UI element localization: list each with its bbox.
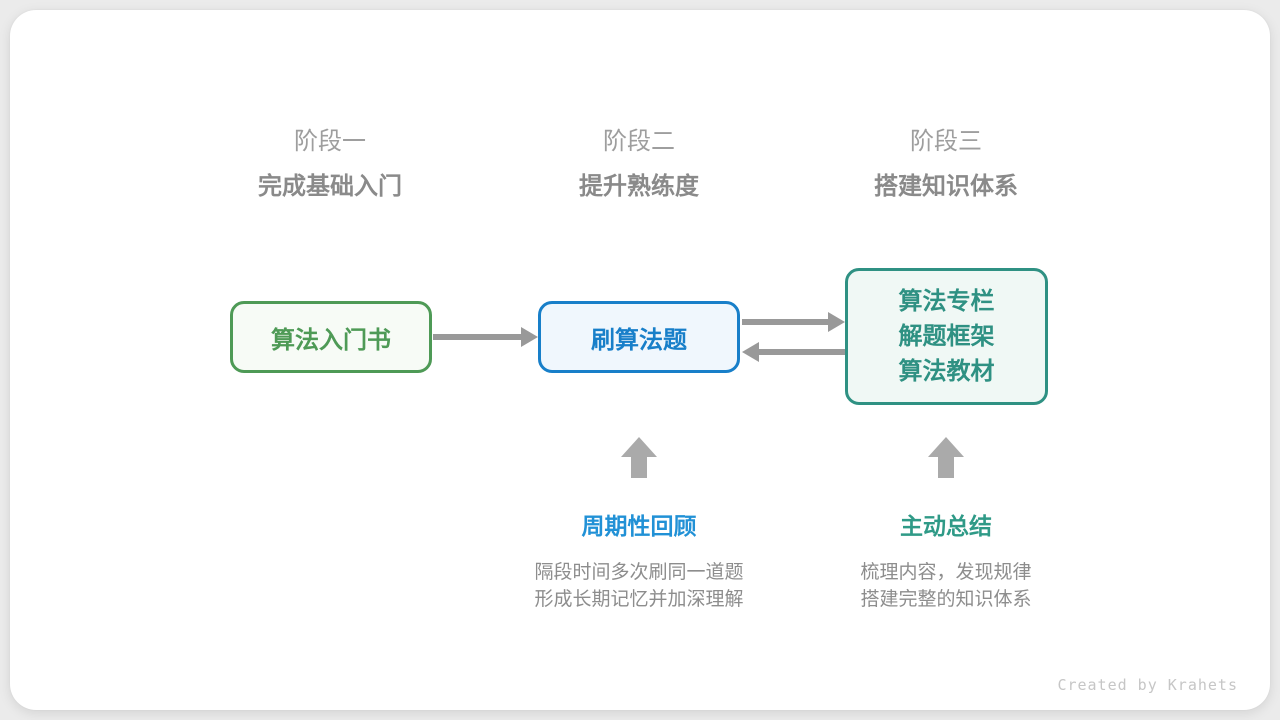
arrow-head-right-icon — [828, 312, 845, 332]
arrow-left-icon — [742, 342, 845, 362]
up-arrow-head — [621, 437, 657, 457]
annotation-desc-periodic-review: 隔段时间多次刷同一道题 形成长期记忆并加深理解 — [469, 559, 809, 613]
stage-header-1: 阶段一 完成基础入门 — [180, 128, 480, 201]
annotation-desc-active-summary: 梳理内容，发现规律 搭建完整的知识体系 — [776, 559, 1116, 613]
stage-2-subtitle: 提升熟练度 — [579, 173, 699, 200]
up-arrow-icon — [621, 437, 657, 478]
up-arrow-head — [928, 437, 964, 457]
arrow-shaft — [433, 334, 522, 340]
node-1-title: 算法入门书 — [271, 326, 391, 354]
node-practice-problems: 刷算法题 — [538, 301, 740, 373]
arrow-right-icon — [433, 327, 538, 347]
arrow-shaft — [742, 319, 829, 325]
stage-1-label: 阶段一 — [294, 128, 366, 155]
annotation-title-periodic-review: 周期性回顾 — [581, 513, 697, 539]
arrow-right-icon — [742, 312, 845, 332]
desc-line: 搭建完整的知识体系 — [860, 589, 1032, 610]
stage-2-label: 阶段二 — [603, 128, 675, 155]
up-arrow-stem — [938, 457, 954, 478]
stage-header-3: 阶段三 搭建知识体系 — [796, 128, 1096, 201]
arrow-head-left-icon — [742, 342, 759, 362]
annotation-title-active-summary: 主动总结 — [900, 513, 992, 539]
arrow-head-right-icon — [521, 327, 538, 347]
arrow-shaft — [758, 349, 845, 355]
node-2-title: 刷算法题 — [591, 326, 687, 354]
up-arrow-icon — [928, 437, 964, 478]
desc-line: 梳理内容，发现规律 — [860, 562, 1032, 583]
node-knowledge-resources: 算法专栏 解题框架 算法教材 — [845, 268, 1048, 405]
stage-header-2: 阶段二 提升熟练度 — [489, 128, 789, 201]
node-3-line-1: 算法专栏 — [898, 288, 995, 315]
stage-1-subtitle: 完成基础入门 — [258, 173, 402, 200]
stage-3-label: 阶段三 — [910, 128, 982, 155]
desc-line: 形成长期记忆并加深理解 — [534, 589, 744, 610]
desc-line: 隔段时间多次刷同一道题 — [534, 562, 744, 583]
credit-text: Created by Krahets — [1057, 676, 1238, 694]
node-3-line-3: 算法教材 — [898, 358, 995, 385]
stage-3-subtitle: 搭建知识体系 — [874, 173, 1018, 200]
up-arrow-stem — [631, 457, 647, 478]
node-3-line-2: 解题框架 — [898, 323, 995, 350]
node-algorithm-intro-book: 算法入门书 — [230, 301, 432, 373]
